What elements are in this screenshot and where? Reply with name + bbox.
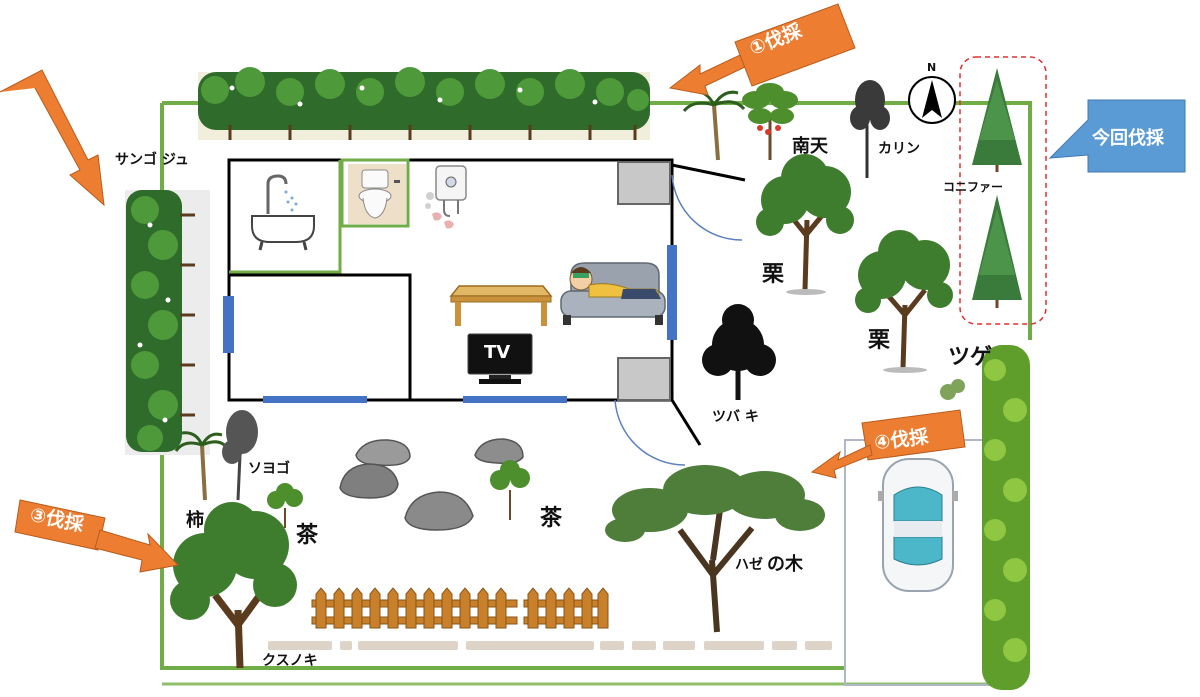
callout-now-arrow bbox=[1048, 99, 1186, 173]
tsubaki-tree bbox=[702, 304, 776, 400]
callout-cut2-arrow bbox=[0, 69, 105, 207]
label-kusunoki: クスノキ bbox=[262, 653, 318, 669]
kuri-tree-lower bbox=[855, 230, 953, 373]
label-north: N bbox=[927, 61, 937, 74]
rock-icon bbox=[339, 438, 524, 531]
label-cha-left: 茶 bbox=[296, 523, 319, 548]
palm-tree-left bbox=[174, 431, 230, 501]
palm-tree-top bbox=[682, 89, 746, 161]
label-no-ki: の木 bbox=[767, 554, 803, 575]
entrance-step-top bbox=[617, 161, 671, 205]
removal-target-box bbox=[959, 56, 1047, 325]
windows bbox=[223, 245, 677, 403]
label-soyogo: ソヨゴ bbox=[248, 461, 290, 477]
label-kuri-upper: 栗 bbox=[762, 262, 785, 287]
label-tsuge: ツゲ bbox=[948, 345, 993, 370]
small-shrub-near-tsuge bbox=[940, 379, 965, 400]
conifer-tree-upper bbox=[972, 68, 1022, 172]
door-swings bbox=[614, 174, 743, 466]
wet-area-partitions bbox=[229, 158, 410, 274]
tv-icon: TV bbox=[467, 333, 533, 385]
label-kaki: 柿 bbox=[186, 510, 204, 531]
kuri-tree-upper bbox=[756, 154, 854, 295]
left-hedge bbox=[125, 190, 210, 455]
toilet-icon bbox=[348, 164, 406, 224]
label-cha-right: 茶 bbox=[540, 506, 563, 531]
table-icon bbox=[449, 285, 553, 326]
conifer-tree-lower bbox=[972, 195, 1022, 308]
north-arrow-icon bbox=[908, 76, 956, 124]
person-on-sofa-icon bbox=[560, 262, 666, 325]
cha-shrub-left bbox=[267, 483, 303, 528]
car-icon bbox=[878, 458, 958, 592]
fence-icon bbox=[311, 587, 609, 629]
bathtub-icon bbox=[251, 174, 315, 251]
callout-cut1-arrow bbox=[668, 3, 856, 96]
callout-cut3-arrow bbox=[14, 499, 180, 573]
callout-now-text: 今回伐採 bbox=[1092, 128, 1164, 149]
top-hedge bbox=[198, 67, 650, 140]
callout-cut4-arrow bbox=[810, 409, 966, 479]
label-kuri-lower: 栗 bbox=[868, 328, 891, 353]
label-conifer: コニファー bbox=[943, 180, 1004, 194]
haze-tree bbox=[605, 465, 825, 633]
label-sango-ju: サンゴ ジュ bbox=[115, 152, 189, 168]
nanten-tree bbox=[742, 83, 798, 160]
label-haze: ハゼ bbox=[735, 557, 763, 573]
stepping-stones bbox=[268, 641, 832, 650]
tv-label: TV bbox=[484, 342, 511, 363]
label-tsubaki: ツバ キ bbox=[712, 409, 759, 425]
water-heater-icon bbox=[425, 165, 467, 229]
right-hedge bbox=[982, 345, 1030, 690]
label-nanten: 南天 bbox=[792, 136, 828, 157]
label-karin: カリン bbox=[878, 141, 920, 157]
entrance-step-bottom bbox=[617, 357, 671, 401]
kusunoki-tree bbox=[170, 502, 297, 669]
cha-shrub-right bbox=[490, 460, 530, 520]
soyogo-tree bbox=[222, 410, 258, 501]
karin-tree bbox=[850, 80, 890, 178]
callout-now: 今回伐採 bbox=[1092, 124, 1164, 150]
